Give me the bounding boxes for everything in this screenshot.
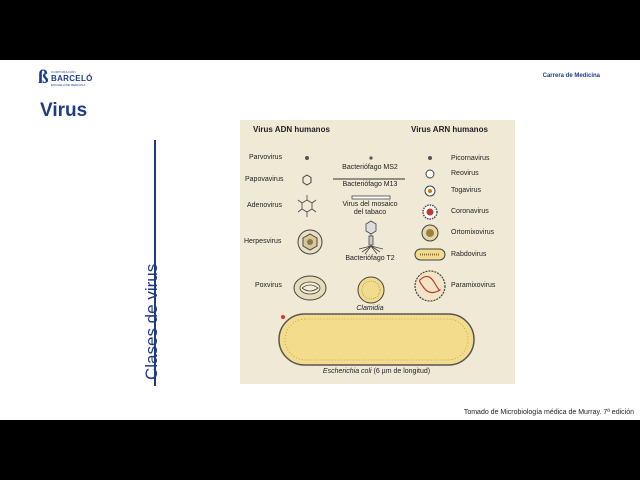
- program-label: Carrera de Medicina: [542, 73, 600, 79]
- rna-header: Virus ARN humanos: [411, 125, 488, 134]
- label-ms2: Bacteriófago MS2: [342, 164, 398, 171]
- label-t2: Bacteriófago T2: [345, 255, 395, 262]
- rna-label-ortomixovirus: Ortomixovirus: [451, 229, 495, 236]
- tmv-icon: [351, 195, 391, 200]
- logo-name: BARCELÓ: [51, 74, 93, 83]
- rna-label-reovirus: Reovirus: [451, 170, 479, 177]
- label-m13: Bacteriófago M13: [342, 181, 398, 188]
- coronavirus-icon: [422, 204, 438, 220]
- rna-label-rabdovirus: Rabdovirus: [451, 251, 487, 258]
- logo-line1: CORPORACIÓN: [51, 70, 76, 74]
- parvovirus-icon: [305, 156, 309, 160]
- rna-label-picornavirus: Picornavirus: [451, 155, 490, 162]
- label-chlamydia: Clamidia: [356, 305, 384, 312]
- dna-header: Virus ADN humanos: [253, 125, 330, 134]
- orthomyxovirus-icon: [421, 224, 439, 242]
- slide-title: Virus: [40, 100, 88, 121]
- ecoli-size: (6 µm de longitud): [371, 368, 431, 375]
- dna-label-papovavirus: Papovavirus: [245, 176, 284, 183]
- dna-label-poxvirus: Poxvirus: [255, 282, 282, 289]
- label-tmv-line2: del tabaco: [353, 209, 387, 216]
- logo-mark-icon: ß: [38, 67, 49, 88]
- herpesvirus-icon: [297, 229, 323, 255]
- togavirus-icon: [424, 185, 436, 197]
- poxvirus-icon: [293, 275, 327, 301]
- reovirus-icon: [425, 169, 435, 179]
- chlamydia-icon: [357, 276, 385, 304]
- ms2-icon: [369, 156, 373, 160]
- papovavirus-icon: [302, 174, 312, 186]
- ecoli-caption: Escherichia coli (6 µm de longitud): [279, 368, 474, 375]
- label-tmv-line1: Virus del mosaico: [342, 201, 398, 208]
- rhabdovirus-icon: [414, 248, 446, 261]
- rna-label-togavirus: Togavirus: [451, 187, 481, 194]
- dna-label-parvovirus: Parvovirus: [249, 154, 283, 161]
- rna-label-coronavirus: Coronavirus: [451, 208, 489, 215]
- brand-logo: ß CORPORACIÓN BARCELÓ ESCUELA DE MEDICIN…: [38, 68, 98, 90]
- rna-label-paramixovirus: Paramixovirus: [451, 282, 496, 289]
- dna-label-herpesvirus: Herpesvirus: [244, 238, 282, 245]
- vertical-label: Clases de virus: [142, 263, 161, 380]
- t2-phage-icon: [358, 220, 384, 255]
- paramyxovirus-icon: [414, 270, 446, 302]
- source-credit: Tomado de Microbiología médica de Murray…: [463, 409, 634, 416]
- adenovirus-icon: [297, 195, 317, 217]
- ecoli-name: Escherichia coli: [322, 368, 372, 375]
- ecoli-icon: [278, 313, 475, 366]
- virus-classes-figure: Virus ADN humanos Virus ARN humanos Parv…: [240, 120, 515, 384]
- picornavirus-icon: [428, 156, 432, 160]
- slide: ß CORPORACIÓN BARCELÓ ESCUELA DE MEDICIN…: [0, 60, 640, 420]
- vertical-divider: [154, 140, 156, 386]
- dna-label-adenovirus: Adenovirus: [247, 202, 283, 209]
- virus-illustrations: [278, 156, 475, 366]
- logo-line3: ESCUELA DE MEDICINA: [51, 83, 86, 87]
